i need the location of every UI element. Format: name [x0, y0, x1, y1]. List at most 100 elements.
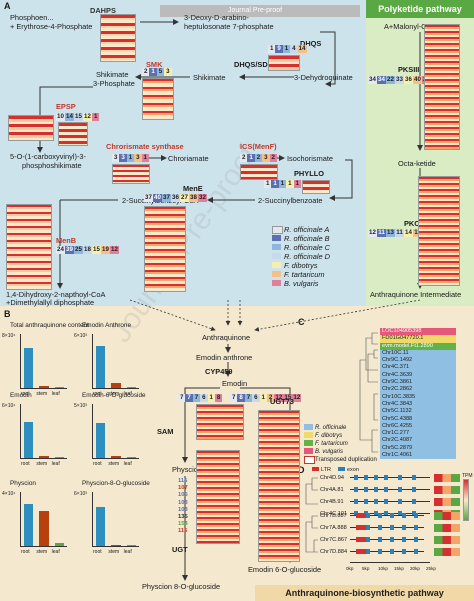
- legend-label: F. tartaricum: [284, 270, 325, 279]
- exon-block: [366, 513, 370, 518]
- exon-block: [414, 513, 418, 518]
- enzyme-dhqs: DHQS: [300, 39, 322, 48]
- count-row-pksiii: 34 34 22 33 36 40 24: [368, 76, 431, 84]
- heatmap-chorismate-synthase: [112, 164, 150, 184]
- legend-swatch-exon: [338, 467, 345, 471]
- exon-block: [364, 475, 368, 480]
- count-cell: 36: [404, 76, 413, 84]
- journal-preproof-banner: [160, 5, 360, 17]
- chart-x-tick-label: leaf: [123, 549, 132, 555]
- exon-block: [402, 513, 406, 518]
- chart-bar: [39, 456, 49, 458]
- metabolite-emodin: Emodin: [222, 379, 248, 388]
- anthraquinone-pathway-title: Anthraquinone-biosynthetic pathway: [255, 585, 474, 601]
- metabolite-2-succinylbenzoate: 2-Succinylbenzoate: [258, 196, 323, 205]
- metabolite-shikimate-3-phosphate: Shikimate: [96, 70, 129, 79]
- count-cell: 11: [395, 229, 404, 237]
- enzyme-mene: MenE: [183, 184, 203, 193]
- enzyme-pkc: PKC: [404, 219, 420, 228]
- count-cell: 34: [368, 76, 377, 84]
- chart-bar: [126, 545, 136, 546]
- gene-track-line: [350, 489, 430, 490]
- count-cell: 13: [386, 229, 395, 237]
- chart-title: Physcion: [10, 480, 36, 487]
- exon-block: [384, 487, 388, 492]
- metabolite-epsp: 5-O-(1-carboxyvinyl)-3-: [10, 152, 86, 161]
- exon-block: [354, 475, 358, 480]
- exon-block: [414, 525, 418, 530]
- count-cell: 6: [200, 394, 208, 402]
- exon-block: [378, 513, 382, 518]
- chart-bar: [126, 456, 136, 458]
- enzyme-smk: SMK: [146, 60, 163, 69]
- chart-x-tick-label: root: [21, 549, 30, 555]
- tree-leaf: Chr1C.4061: [380, 452, 456, 460]
- count-cell: 15: [74, 113, 83, 121]
- heatmap-tpm-legend: [463, 479, 469, 521]
- count-cell: 12: [83, 113, 92, 121]
- count-cell: 14: [297, 45, 307, 53]
- chart-y-max-label: 6×10⁴: [2, 403, 16, 409]
- heatmap-epsp: [58, 122, 88, 146]
- metabolite-erythrose-4-phosphate: + Erythrose-4-Phosphate: [10, 22, 93, 31]
- count-cell: 14: [65, 113, 74, 121]
- chart-x-tick-label: root: [93, 549, 102, 555]
- tree-leaf: Chr10C.11: [380, 349, 456, 358]
- metabolite-anthraquinone-intermediate: Anthraquinone Intermediate: [370, 290, 462, 299]
- chart-x-tick-label: leaf: [123, 461, 132, 467]
- count-cell: 39: [65, 246, 74, 254]
- count-cell: 115: [178, 478, 188, 484]
- count-cell: 1: [264, 180, 272, 188]
- legend-label: B. vulgaris: [315, 449, 344, 455]
- count-cell: 107: [178, 485, 188, 492]
- chart-axis: [92, 492, 139, 547]
- ltr-block: [356, 513, 366, 518]
- enzyme-sam: SAM: [157, 427, 174, 436]
- count-cell: 1: [286, 180, 294, 188]
- chart-bar: [111, 545, 121, 546]
- count-cell: 1: [141, 154, 149, 162]
- chart-bar: [24, 422, 34, 458]
- count-cell: 8: [237, 394, 245, 402]
- metabolite-anthraquinone: Anthraquinone: [202, 333, 251, 342]
- heatmap-pksiii: [424, 24, 460, 150]
- count-cell: 6: [252, 394, 260, 402]
- chart-title: Emodin: [10, 392, 32, 399]
- heatmap-dahps: [100, 14, 136, 62]
- chart-x-tick-label: leaf: [51, 549, 60, 555]
- exon-block: [402, 525, 406, 530]
- chart-bar: [96, 507, 106, 546]
- chart-x-tick-label: stem: [36, 461, 48, 467]
- exon-block: [412, 487, 416, 492]
- legend-label: F. dibotrys: [315, 433, 343, 439]
- gene-track-line: [350, 539, 424, 540]
- tree-leaf: FD01G047720.1: [380, 335, 456, 343]
- exon-block: [364, 499, 368, 504]
- count-cell: 11: [377, 229, 386, 237]
- count-cell: 4: [290, 45, 298, 53]
- chart-bar: [24, 347, 34, 388]
- exon-block: [378, 537, 382, 542]
- count-cell: 154: [178, 521, 188, 528]
- metabolite-octa-ketide: Octa-ketide: [398, 159, 436, 168]
- exon-block: [398, 499, 402, 504]
- count-cell: 1: [92, 113, 100, 121]
- gene-track-line: [350, 477, 430, 478]
- count-cell: 22: [386, 76, 395, 84]
- metabolite-malonyl-coa: A+Malonyl-CoA: [384, 22, 436, 31]
- count-cell: 1: [268, 45, 276, 53]
- exon-block: [374, 487, 378, 492]
- count-cell: 2: [266, 394, 275, 402]
- exon-block: [390, 537, 394, 542]
- metabolite-emodin-6-o-glucoside: Emodin 6-O-glucoside: [248, 565, 322, 574]
- panel-label-b: B: [4, 309, 11, 319]
- count-cell: 135: [178, 514, 188, 521]
- count-cell: 1: [259, 394, 267, 402]
- exon-block: [412, 475, 416, 480]
- count-cell: 37: [144, 194, 153, 202]
- metabolite-physcion: Physcion: [172, 465, 202, 474]
- legend-swatch-ltr: [312, 467, 319, 471]
- species-legend: R. officinale A R. officinale B R. offic…: [272, 226, 362, 292]
- legend-swatch: [304, 448, 313, 454]
- gene-track-line: [350, 515, 424, 516]
